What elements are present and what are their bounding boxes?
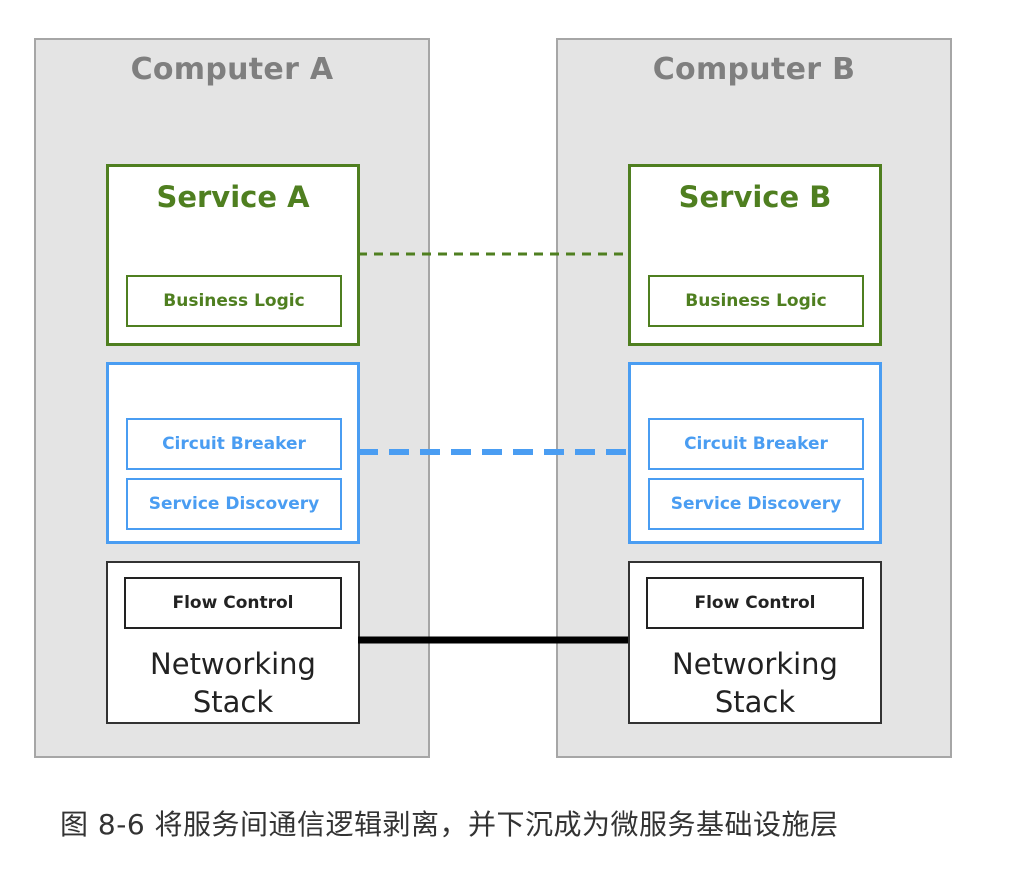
- service-a-title: Service A: [156, 180, 310, 214]
- networking-stack-a-label: Networking Stack: [108, 645, 358, 721]
- networking-stack-a-box: Flow Control Networking Stack: [106, 561, 360, 724]
- service-a-box: Service A Business Logic: [106, 164, 360, 346]
- circuit-breaker-b: Circuit Breaker: [648, 418, 864, 470]
- computer-a-panel: Computer A Service A Business Logic Circ…: [34, 38, 430, 758]
- computer-b-title: Computer B: [652, 52, 856, 87]
- networking-stack-b-line2: Stack: [714, 685, 796, 719]
- networking-stack-a-line1: Networking: [150, 647, 316, 681]
- figure-caption: 图 8-6 将服务间通信逻辑剥离，并下沉成为微服务基础设施层: [60, 808, 839, 841]
- networking-stack-b-line1: Networking: [672, 647, 838, 681]
- networking-stack-a-line2: Stack: [192, 685, 274, 719]
- sidecar-a-box: Circuit Breaker Service Discovery: [106, 362, 360, 544]
- circuit-breaker-a: Circuit Breaker: [126, 418, 342, 470]
- service-discovery-a: Service Discovery: [126, 478, 342, 530]
- computer-a-title: Computer A: [130, 52, 334, 87]
- networking-stack-b-box: Flow Control Networking Stack: [628, 561, 882, 724]
- service-b-title: Service B: [678, 180, 832, 214]
- flow-control-b: Flow Control: [646, 577, 864, 629]
- sidecar-b-box: Circuit Breaker Service Discovery: [628, 362, 882, 544]
- business-logic-b: Business Logic: [648, 275, 864, 327]
- flow-control-a: Flow Control: [124, 577, 342, 629]
- service-b-box: Service B Business Logic: [628, 164, 882, 346]
- networking-stack-b-label: Networking Stack: [630, 645, 880, 721]
- business-logic-a: Business Logic: [126, 275, 342, 327]
- service-discovery-b: Service Discovery: [648, 478, 864, 530]
